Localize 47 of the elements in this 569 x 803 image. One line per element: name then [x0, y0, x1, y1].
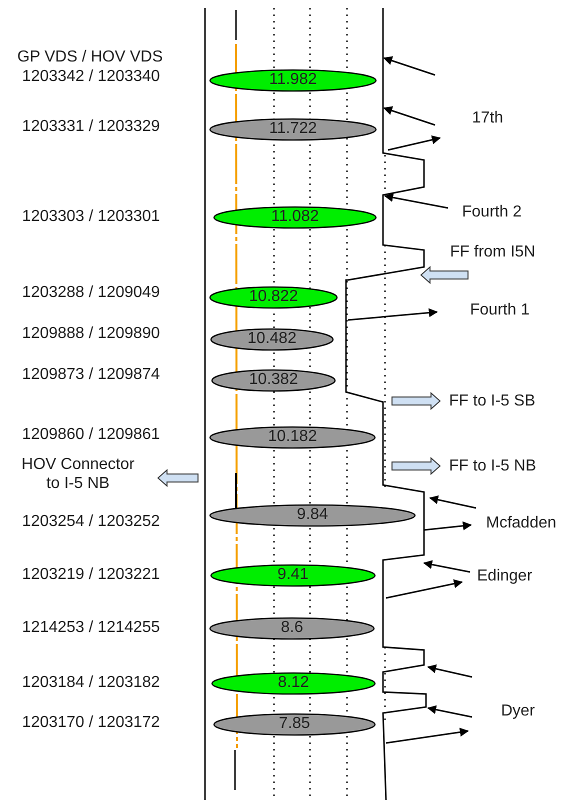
- detector-id: 1203342 / 1203340: [22, 68, 160, 86]
- detector-ellipse: [209, 286, 338, 308]
- detector-id: 1203254 / 1203252: [22, 513, 160, 531]
- detector-id: 1203184 / 1203182: [22, 674, 160, 692]
- detector-id: 1203288 / 1209049: [22, 284, 160, 302]
- detector-ellipse: [210, 564, 376, 586]
- detector-id: 1203303 / 1203301: [22, 208, 160, 226]
- detector-ellipse: [209, 616, 375, 640]
- postmile-value: 10.482: [248, 330, 296, 348]
- detector-id: 1203170 / 1203172: [22, 714, 160, 732]
- street-label: GP VDS / HOV VDS: [17, 48, 163, 66]
- detector-id: 1209888 / 1209890: [22, 325, 160, 343]
- detector-ellipse: [209, 118, 377, 140]
- detector-ellipse: [211, 672, 376, 694]
- postmile-value: 8.12: [278, 674, 310, 692]
- detector-ellipse: [209, 68, 377, 92]
- postmile-value: 10.382: [249, 371, 298, 389]
- street-label: Mcfadden: [486, 514, 556, 532]
- street-label: Fourth 2: [462, 202, 522, 222]
- detector-id: 1203331 / 1203329: [22, 118, 160, 136]
- detector-ellipse: [209, 426, 376, 448]
- postmile-value: 11.082: [271, 208, 319, 226]
- detector-ellipse: [209, 504, 416, 526]
- postmile-value: 10.822: [249, 288, 298, 306]
- detector-id: 1203219 / 1203221: [22, 566, 160, 584]
- postmile-value: 11.982: [269, 71, 317, 89]
- postmile-value: 9.41: [277, 566, 309, 584]
- postmile-value: 8.6: [280, 619, 304, 637]
- street-label: HOV Connector to I-5 NB: [20, 455, 136, 493]
- detector-ellipse: [210, 328, 334, 350]
- detector-id: 1209860 / 1209861: [22, 426, 160, 444]
- street-label: FF to I-5 SB: [449, 392, 536, 410]
- street-label: Edinger: [477, 566, 532, 586]
- postmile-value: 9.84: [296, 506, 328, 524]
- detector-id: 1214253 / 1214255: [22, 619, 160, 637]
- postmile-value: 7.85: [278, 715, 310, 733]
- postmile-value: 11.722: [269, 120, 317, 138]
- street-label: 17th: [472, 108, 504, 128]
- street-label: FF to I-5 NB: [449, 456, 536, 476]
- postmile-value: 10.182: [268, 428, 317, 446]
- detector-id: 1209873 / 1209874: [22, 366, 160, 384]
- street-label: Fourth 1: [470, 300, 530, 320]
- detector-ellipse: [213, 712, 376, 736]
- street-label: FF from I5N: [450, 242, 536, 262]
- detector-ellipse: [213, 206, 377, 228]
- street-label: Dyer: [501, 702, 535, 720]
- detector-ellipse: [211, 368, 336, 392]
